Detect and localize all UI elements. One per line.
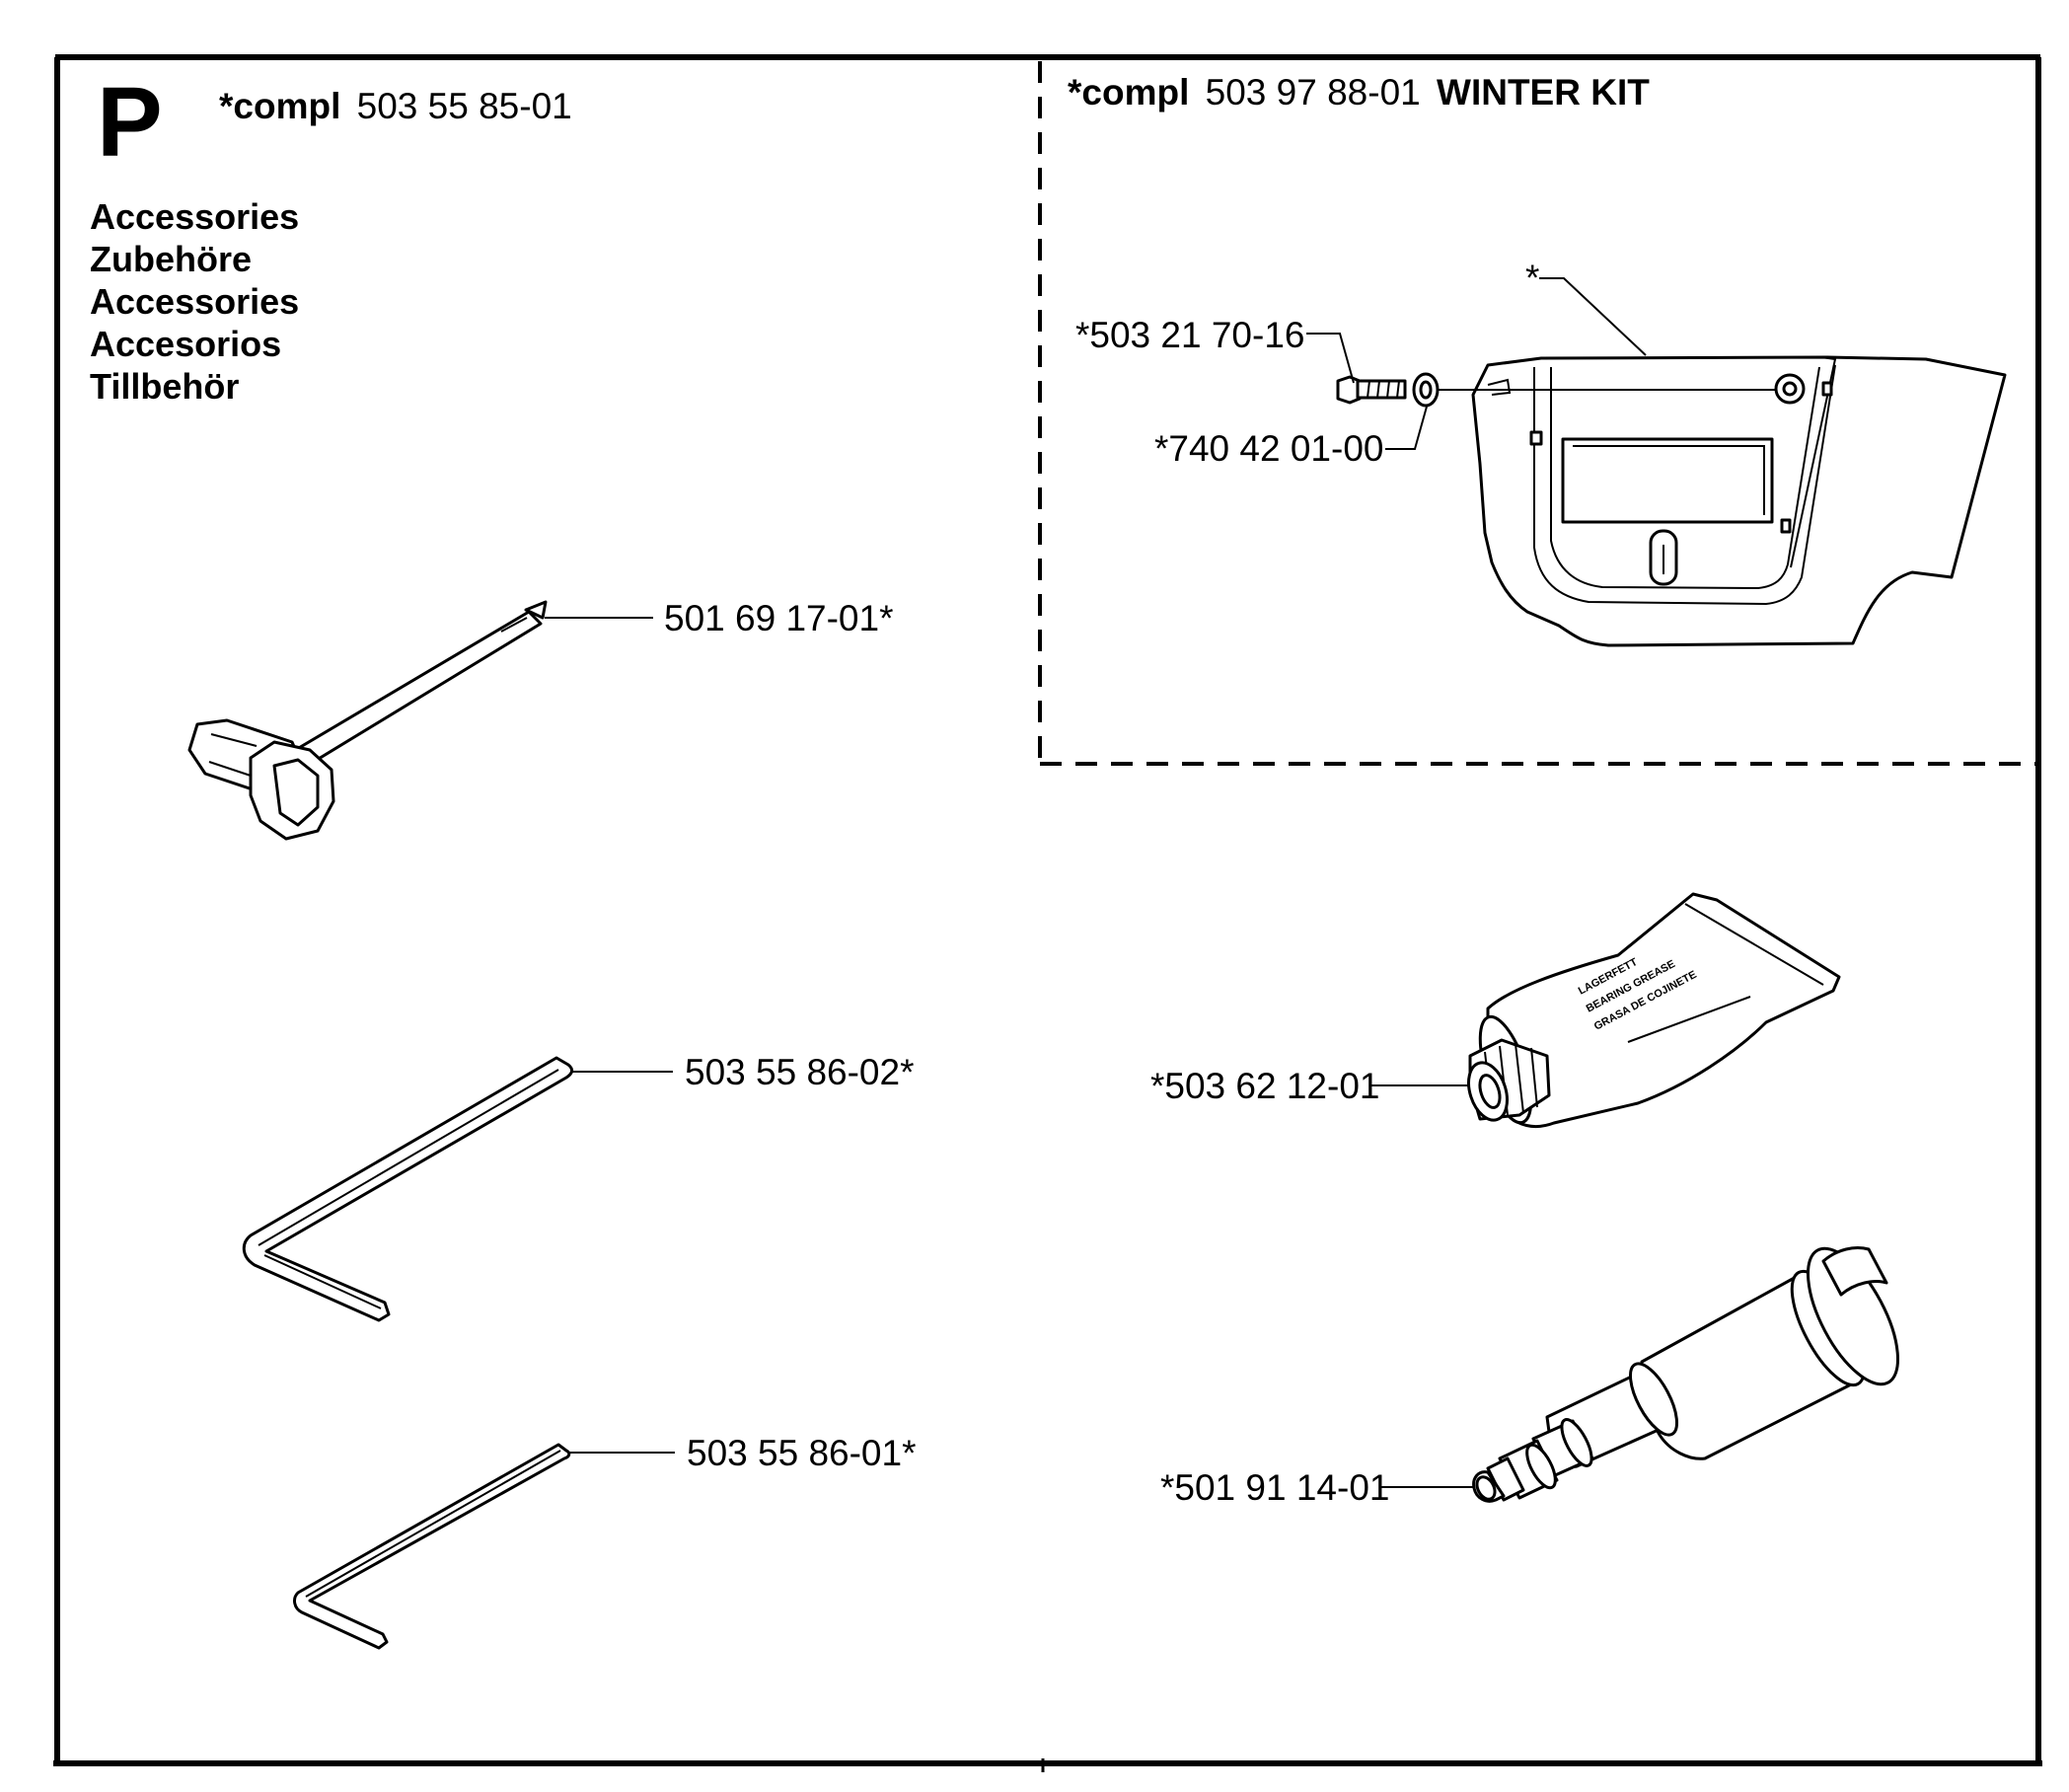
winter-kit-prefix: *compl: [1068, 72, 1189, 112]
title-en: Accessories: [90, 196, 299, 237]
winter-kit-name: WINTER KIT: [1437, 72, 1650, 112]
hex-key-small-icon: [293, 1443, 571, 1650]
cover-leader: [1539, 277, 1647, 356]
hex-key-small-label: 503 55 86-01*: [687, 1433, 916, 1473]
title-de: Zubehöre: [90, 239, 252, 279]
main-kit-prefix: *compl: [219, 86, 340, 126]
screw-label: *503 21 70-16: [1075, 315, 1304, 355]
main-kit-number: 503 55 85-01: [357, 86, 572, 126]
title-sv: Tillbehör: [90, 366, 239, 407]
grease-gun-icon: [1472, 1246, 1900, 1503]
washer-label: *740 42 01-00: [1154, 428, 1383, 469]
washer-leader: [1385, 406, 1428, 450]
title-es: Accesorios: [90, 324, 281, 364]
hex-key-large-label: 503 55 86-02*: [685, 1052, 914, 1092]
combi-wrench-icon: [187, 600, 548, 841]
section-letter: P: [97, 67, 163, 178]
winter-kit-screw: [1336, 375, 1776, 405]
screw-leader: [1306, 333, 1355, 384]
diagram-frame: [53, 54, 2042, 1772]
winter-kit-heading: *compl 503 97 88-01 WINTER KIT: [1068, 72, 1650, 112]
grease-gun-label: *501 91 14-01: [1160, 1467, 1389, 1508]
winter-kit-number: 503 97 88-01: [1206, 72, 1421, 112]
winter-kit-cover: [1471, 355, 2007, 647]
combi-wrench-label: 501 69 17-01*: [664, 598, 893, 638]
grease-tube-label: *503 62 12-01: [1150, 1066, 1379, 1106]
grease-tube-icon: LAGERFETT BEARING GREASE GRASA DE COJINE…: [1467, 892, 1841, 1128]
title-fr: Accessories: [90, 281, 299, 322]
hex-key-large-icon: [242, 1056, 574, 1322]
main-kit-heading: *compl 503 55 85-01: [219, 86, 572, 126]
cover-label: *: [1525, 258, 1539, 298]
winter-kit-washer: [1412, 372, 1440, 408]
winter-kit-dashed-box: [1038, 61, 2038, 766]
